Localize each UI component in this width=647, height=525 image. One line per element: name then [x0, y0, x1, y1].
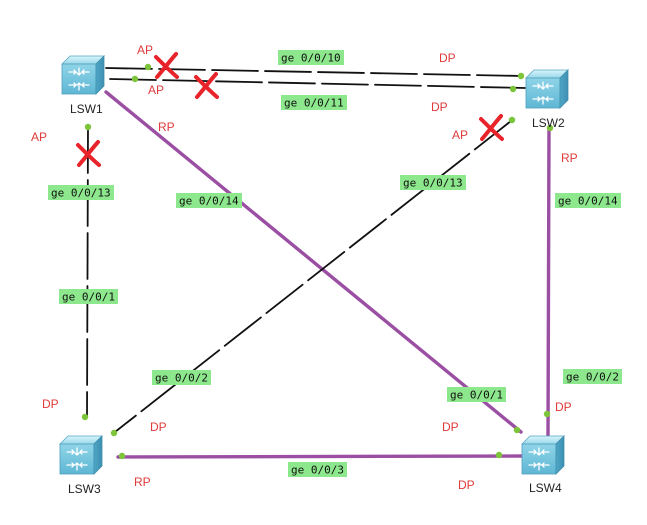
port-dot: [84, 123, 92, 131]
switch-label: LSW1: [70, 102, 103, 116]
port-role-r9: DP: [42, 397, 59, 411]
port-role-r3: DP: [439, 51, 456, 65]
port-label-text: ge 0/0/13: [51, 187, 111, 200]
port-label-text: ge 0/0/14: [179, 195, 239, 208]
port-label-text: ge 0/0/1: [62, 291, 115, 304]
port-label-text: ge 0/0/3: [291, 464, 344, 477]
port-role-r12: DP: [442, 420, 459, 434]
port-role-r10: DP: [150, 420, 167, 434]
switch-lsw1[interactable]: LSW1: [61, 55, 105, 116]
link-lsw1-lsw2-b: [109, 78, 526, 89]
port-label-p11: ge 0/0/3: [288, 462, 347, 477]
blocked-x-icon: [154, 52, 179, 79]
port-label-text: ge 0/0/14: [558, 195, 618, 208]
port-label-p5: ge 0/0/13: [400, 175, 466, 190]
port-dot: [110, 429, 118, 437]
port-label-p8: ge 0/0/2: [152, 370, 211, 385]
switch-label: LSW4: [529, 481, 562, 495]
port-dot: [144, 63, 152, 71]
port-label-p4: ge 0/0/14: [176, 193, 242, 208]
port-label-p1: ge 0/0/10: [278, 50, 344, 65]
port-label-text: ge 0/0/2: [566, 371, 619, 384]
link-lsw2-lsw4: [546, 125, 551, 439]
port-dot: [118, 452, 126, 460]
port-dot: [546, 124, 554, 132]
port-role-r11: RP: [134, 475, 151, 489]
port-dot: [131, 75, 139, 83]
switch-lsw4[interactable]: LSW4: [521, 435, 565, 495]
port-dot: [495, 451, 503, 459]
port-role-r7: AP: [452, 128, 468, 142]
blocked-x-icon: [194, 72, 219, 99]
port-label-p10: ge 0/0/2: [563, 369, 622, 384]
port-role-r2: AP: [148, 83, 164, 97]
switch-label: LSW3: [68, 482, 101, 496]
port-label-p9: ge 0/0/1: [447, 387, 506, 402]
port-dot: [517, 72, 525, 80]
port-role-r8: RP: [561, 151, 578, 165]
switch-icon: [521, 435, 565, 475]
switch-lsw3[interactable]: LSW3: [59, 435, 103, 496]
port-role-r5: RP: [158, 120, 175, 134]
link-lsw3-lsw4: [116, 454, 528, 459]
port-role-r13: DP: [458, 478, 475, 492]
link-lsw1-lsw2-a: [105, 67, 524, 77]
switch-icon: [61, 55, 105, 95]
link-lsw2-lsw3: [114, 120, 512, 433]
link-lsw1-lsw3: [86, 126, 89, 418]
port-role-r14: DP: [555, 400, 572, 414]
port-label-p2: ge 0/0/11: [281, 95, 347, 110]
port-dot: [543, 410, 551, 418]
port-role-r4: DP: [431, 100, 448, 114]
port-label-p7: ge 0/0/1: [59, 289, 118, 304]
port-dot: [81, 413, 89, 421]
switch-label: LSW2: [532, 116, 565, 130]
port-label-text: ge 0/0/13: [403, 177, 463, 190]
switch-icon: [59, 435, 103, 475]
port-label-p3: ge 0/0/13: [48, 185, 114, 200]
port-dot: [508, 116, 516, 124]
port-label-text: ge 0/0/1: [450, 389, 503, 402]
switch-lsw2[interactable]: LSW2: [525, 69, 569, 130]
link-lsw1-lsw4: [104, 90, 523, 434]
port-label-p6: ge 0/0/14: [555, 193, 621, 208]
port-role-r6: AP: [31, 130, 47, 144]
port-dot: [509, 85, 517, 93]
port-role-r1: AP: [137, 43, 153, 57]
switch-icon: [525, 69, 569, 109]
port-label-text: ge 0/0/2: [155, 372, 208, 385]
port-dot: [513, 426, 521, 434]
port-label-text: ge 0/0/10: [281, 52, 341, 65]
port-label-text: ge 0/0/11: [284, 97, 344, 110]
